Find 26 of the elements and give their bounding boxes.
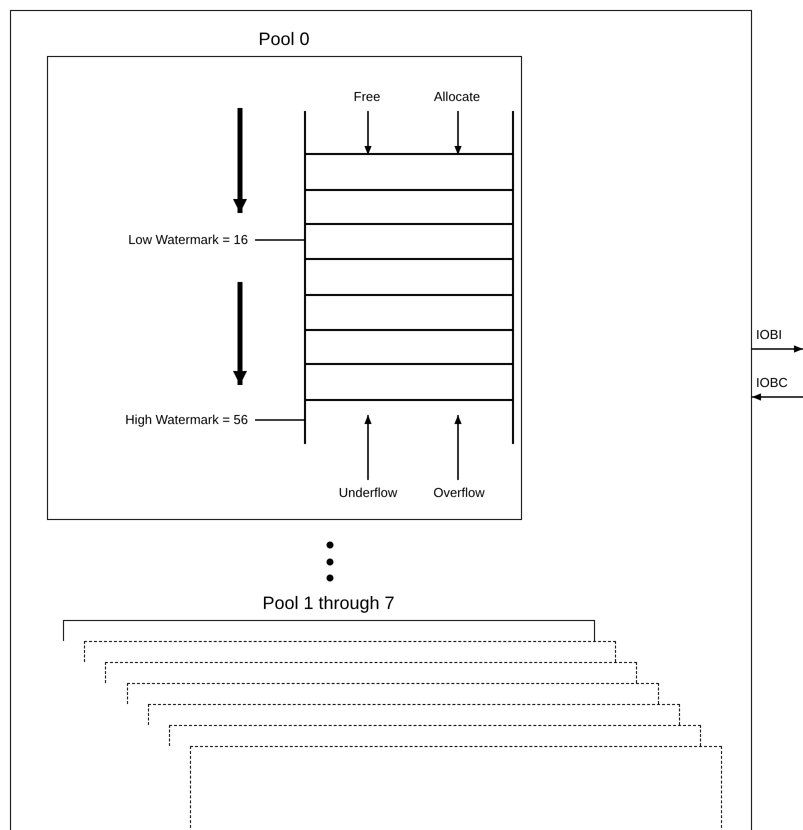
arrow — [364, 111, 372, 155]
pool-frame — [84, 640, 616, 662]
system-frame — [10, 10, 752, 830]
edge-label: IOBI — [756, 327, 782, 342]
arrow — [454, 111, 462, 155]
pool-heading: Pool 1 through 7 — [261, 592, 396, 612]
arrow — [454, 415, 462, 480]
pool-frame — [168, 724, 700, 746]
arrow — [752, 345, 803, 353]
arrow — [752, 393, 803, 401]
pool-frame — [126, 682, 658, 704]
pool-heading: Pool 0 — [257, 28, 311, 48]
operation-label: Free — [352, 89, 382, 104]
buffer-stack — [304, 111, 514, 444]
operation-label: Overflow — [432, 485, 486, 500]
leader-line — [255, 419, 305, 421]
pool-frame — [104, 662, 636, 682]
edge-label: IOBC — [756, 375, 788, 390]
pool-frame — [190, 746, 722, 828]
watermark-label: High Watermark = 56 — [125, 412, 248, 427]
watermark-label: Low Watermark = 16 — [128, 232, 248, 247]
operation-label: Allocate — [432, 89, 482, 104]
leader-line — [255, 239, 305, 241]
arrow — [364, 415, 372, 480]
operation-label: Underflow — [338, 485, 398, 500]
pool-frame — [148, 704, 680, 724]
